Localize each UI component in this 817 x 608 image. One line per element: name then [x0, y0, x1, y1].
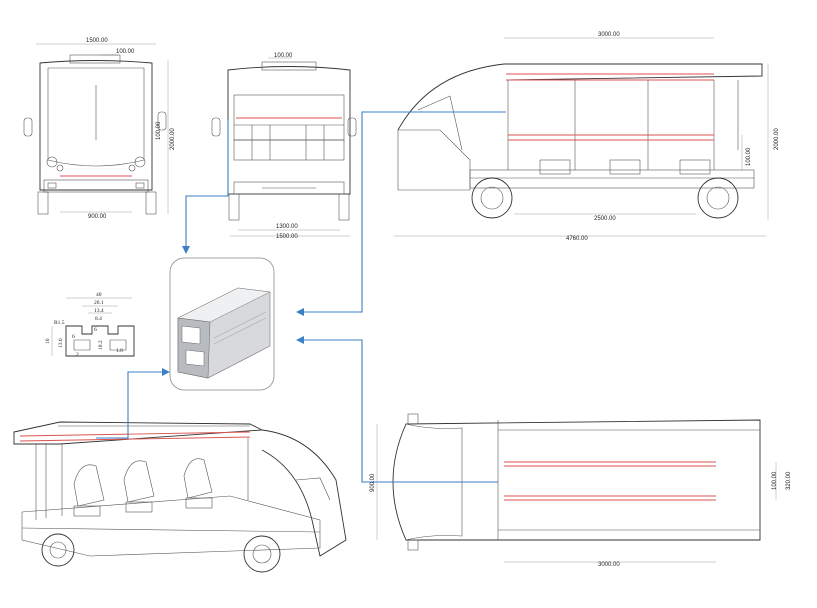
side-wheelbase-label: 2500.00 — [594, 216, 616, 222]
profile-dim-2: 2 — [76, 352, 79, 358]
front-view: 1500.00 100.00 900.00 2000.00 100.00 — [23, 38, 176, 220]
profile-dim-8-4: 8.4 — [95, 316, 102, 322]
side-rail-height-label: 100.00 — [746, 147, 752, 166]
front-height-label: 2000.00 — [170, 128, 176, 150]
side-top-length-label: 3000.00 — [598, 32, 620, 38]
side-height-label: 2000.00 — [774, 128, 780, 150]
profile-dim-10-2: 10.2 — [98, 340, 104, 350]
aluminum-profile-section: 40 20.1 13.4 8.4 R1.5 6 6 16 13.6 10.2 1… — [45, 292, 135, 358]
profile-dim-20-1: 20.1 — [94, 300, 104, 306]
profile-dim-6-top: 6 — [94, 327, 97, 333]
front-overall-width-label: 1500.00 — [86, 38, 108, 44]
top-rail-width-label: 100.00 — [772, 471, 778, 490]
profile-render — [169, 257, 275, 391]
top-rail-spacing-label: 320.00 — [786, 471, 792, 490]
profile-dim-16: 16 — [45, 338, 51, 344]
rear-view: 100.00 1300.00 1500.00 — [211, 53, 357, 240]
profile-dim-1-8: 1.8 — [116, 348, 123, 354]
top-length-label: 3000.00 — [598, 562, 620, 568]
front-top-width-label: 100.00 — [116, 49, 135, 55]
profile-dim-13-6: 13.6 — [58, 338, 64, 348]
rear-overall-width-label: 1500.00 — [276, 234, 298, 240]
rear-inner-width-label: 1300.00 — [276, 224, 298, 230]
top-view: 900.00 3000.00 100.00 320.00 — [370, 413, 792, 568]
rear-top-width-label: 100.00 — [274, 53, 293, 59]
profile-dim-r1: R1.5 — [54, 320, 65, 326]
perspective-view — [13, 421, 347, 573]
front-inner-width-label: 900.00 — [88, 214, 107, 220]
profile-dim-6-left: 6 — [72, 334, 75, 340]
callout-arrows — [96, 111, 506, 483]
profile-width-label: 40 — [96, 292, 102, 298]
side-overall-length-label: 4760.00 — [566, 236, 588, 242]
front-side-height-label: 100.00 — [156, 121, 162, 140]
profile-dim-13-4: 13.4 — [94, 308, 104, 314]
side-view: 3000.00 2500.00 4760.00 2000 — [394, 32, 780, 242]
